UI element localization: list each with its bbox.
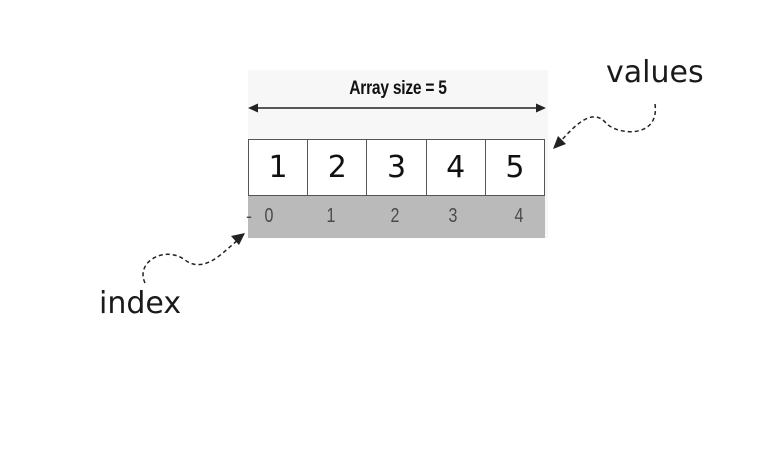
index-callout-arrowhead: [231, 233, 245, 245]
index-label-2: 2: [390, 205, 400, 227]
array-cell-1: 2: [308, 140, 368, 195]
index-label-0: 0: [264, 205, 274, 227]
index-callout-arrow: [142, 239, 239, 284]
index-label-1: 1: [326, 205, 336, 227]
array-cell-2: 3: [367, 140, 427, 195]
index-label-3: 3: [448, 205, 458, 227]
index-prefix-dash: -: [246, 206, 252, 226]
array-size-label: Array size = 5: [349, 78, 447, 99]
array-cell-4: 5: [505, 150, 525, 185]
array-cell-0: 1: [249, 140, 309, 195]
values-callout-arrowhead: [553, 136, 566, 149]
array-value-cells: 1 2 3 4 5: [248, 139, 545, 196]
index-callout-label: index: [99, 286, 182, 321]
array-cell-3: 4: [427, 140, 486, 195]
values-callout-label: values: [606, 55, 704, 90]
array-size-dimension-arrow: [248, 103, 546, 113]
index-label-4: 4: [514, 205, 524, 227]
index-bar: [248, 196, 545, 238]
values-callout-arrow: [559, 103, 656, 143]
